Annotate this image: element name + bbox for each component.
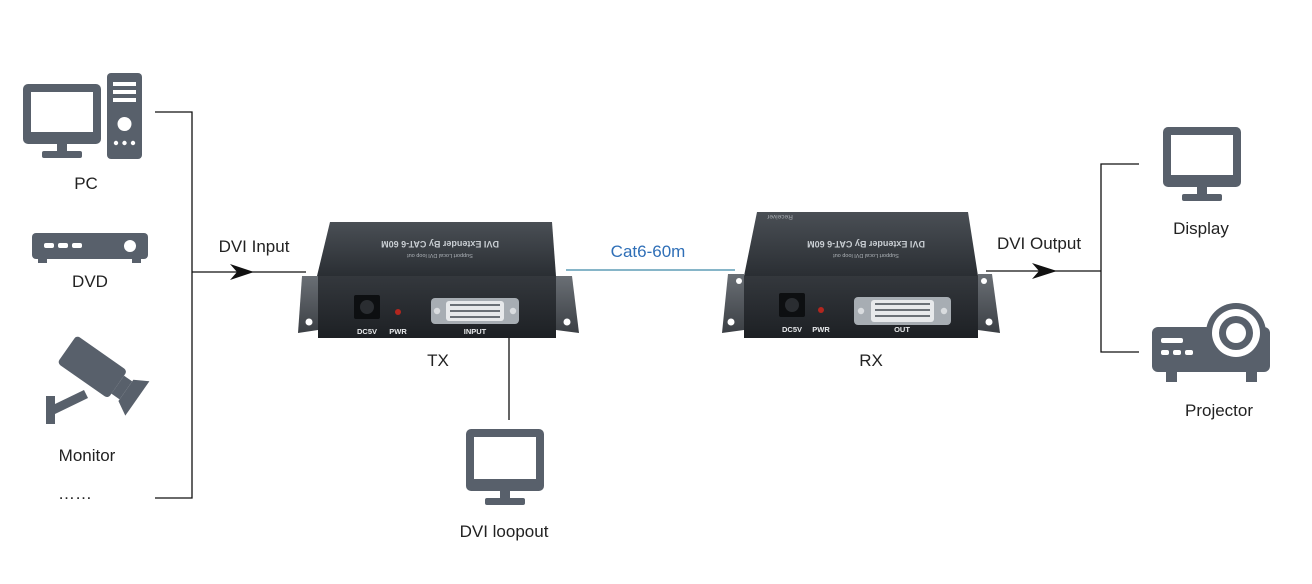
display-icon <box>1163 127 1241 201</box>
more-sources-label: …… <box>58 484 92 503</box>
tx-top-title: DVI Extender By CAT-6 60M <box>381 239 499 249</box>
rx-port-dc-label: DC5V <box>782 325 802 334</box>
output-arrow-icon <box>1032 263 1057 279</box>
rx-port-pwr-label: PWR <box>812 325 830 334</box>
tx-port-pwr-label: PWR <box>389 327 407 336</box>
input-arrow-icon <box>230 264 254 280</box>
output-bracket <box>986 163 1139 353</box>
loopout-monitor-icon <box>466 429 544 505</box>
rx-port-dvi-label: OUT <box>894 325 910 334</box>
source-bracket <box>155 111 306 499</box>
rx-label: RX <box>859 351 883 370</box>
tx-device: DVI Extender By CAT-6 60M Support Local … <box>298 222 579 338</box>
rx-device: Receiver DVI Extender By CAT-6 60M Suppo… <box>722 212 1000 338</box>
rx-top-sub: Support Local DVI loop out <box>833 252 899 258</box>
display-label: Display <box>1173 219 1229 238</box>
loopout-label: DVI loopout <box>459 522 549 541</box>
monitor-label: Monitor <box>58 446 116 465</box>
tx-top-sub: Support Local DVI loop out <box>407 252 473 258</box>
cable-label: Cat6-60m <box>610 242 686 261</box>
projector-icon <box>1152 303 1270 382</box>
dvi-input-label: DVI Input <box>218 237 290 256</box>
tx-label: TX <box>427 351 449 370</box>
projector-label: Projector <box>1184 401 1254 420</box>
pc-label: PC <box>74 174 98 193</box>
dvd-icon <box>32 233 148 263</box>
pc-icon <box>23 73 142 159</box>
dvd-label: DVD <box>72 272 108 291</box>
rx-top-title: DVI Extender By CAT-6 60M <box>807 239 925 249</box>
camera-icon <box>46 336 150 424</box>
rx-top-tag: Receiver <box>766 213 792 220</box>
tx-port-dvi-label: INPUT <box>464 327 487 336</box>
tx-port-dc-label: DC5V <box>357 327 377 336</box>
dvi-output-label: DVI Output <box>996 234 1082 253</box>
